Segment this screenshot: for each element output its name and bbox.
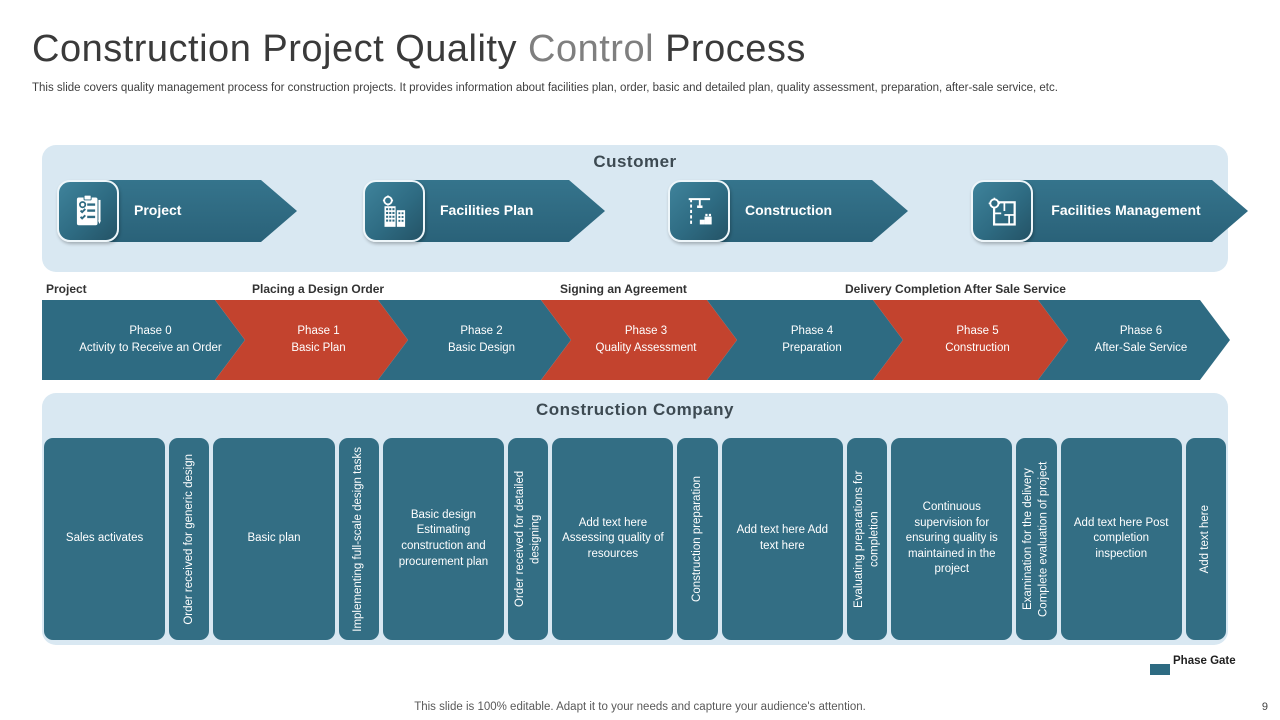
facilities-plan-arrow: Facilities Plan [394,180,605,242]
activity-box-text: Examination for the delivery Complete ev… [1021,461,1050,617]
title-segment-dark: Construction Project Quality [32,28,529,70]
phase-1-subtitle: Basic Plan [291,342,346,354]
activity-box-basic-design: Basic design Estimating construction and… [382,438,505,640]
activity-box-continuous-supervision: Continuous supervision for ensuring qual… [891,438,1013,640]
activity-box-add-text-vertical: Add text here [1185,438,1227,640]
construction-company-band: Construction Company Sales activates Ord… [42,393,1228,645]
customer-band: Customer Project [42,145,1228,272]
phase-3-title: Phase 3 [624,325,668,338]
slide-description: This slide covers quality management pro… [32,82,1058,94]
phase-0-subtitle: Activity to Receive an Order [79,342,222,354]
activity-box-evaluating-preparations: Evaluating preparations for completion [846,438,888,640]
customer-step-facilities-management: Facilities Management [971,180,1259,242]
phase-gate-legend: Phase Gate [1150,655,1236,675]
phase-gate-label: Phase Gate [1173,655,1236,667]
building-gear-icon [363,180,425,242]
activity-box-fullscale-design: Implementing full-scale design tasks [338,438,379,640]
milestone-label-agreement: Signing an Agreement [560,282,687,296]
activity-box-order-generic-design: Order received for generic design [169,438,210,640]
phase-1-chevron: Phase 1 Basic Plan [215,300,408,380]
milestone-label-delivery: Delivery Completion After Sale Service [845,282,1066,296]
page-number: 9 [1261,701,1268,713]
project-arrow-label: Project [134,202,182,219]
floorplan-gear-icon [971,180,1033,242]
phase-6-title: Phase 6 [1119,325,1163,338]
activity-box-sales-activates: Sales activates [44,438,166,640]
facilities-management-arrow: Facilities Management [1002,180,1248,242]
milestone-label-design-order: Placing a Design Order [252,282,385,296]
phase-2-chevron: Phase 2 Basic Design [378,300,571,380]
milestone-label-project: Project [46,282,87,296]
activity-box-text: Order received for generic design [182,453,195,625]
title-segment-dark2: Process [654,28,806,70]
customer-step-project: Project [57,180,312,242]
phase-4-title: Phase 4 [790,325,834,338]
activity-box-text: Evaluating preparations for completion [852,470,881,608]
phase-3-chevron: Phase 3 Quality Assessment [541,300,737,380]
phase-0-title: Phase 0 [129,325,172,338]
activity-box-text: Sales activates [65,532,144,545]
phase-0-chevron: Phase 0 Activity to Receive an Order [42,300,245,380]
activity-box-text: Add text here Add text here [736,524,829,552]
activity-box-order-detailed-design: Order received for detailed designing [508,438,549,640]
company-activity-boxes: Sales activates Order received for gener… [42,438,1228,640]
phase-5-title: Phase 5 [956,325,999,338]
phase-1-title: Phase 1 [297,325,340,338]
phase-4-subtitle: Preparation [782,342,842,354]
phase-4-chevron: Phase 4 Preparation [707,300,903,380]
phase-6-chevron: Phase 6 After-Sale Service [1038,300,1230,380]
activity-box-text: Add text here [1199,504,1212,574]
project-arrow: Project [88,180,297,242]
activity-box-text: Implementing full-scale design tasks [351,446,364,632]
clipboard-checklist-icon [57,180,119,242]
activity-box-text: Continuous supervision for ensuring qual… [905,501,998,576]
activity-box-delivery-examination: Examination for the delivery Complete ev… [1016,438,1057,640]
activity-box-text: Construction preparation [690,476,703,602]
activity-box-text: Add text here Post completion inspection [1073,516,1169,560]
phase-gate-swatch [1150,664,1170,675]
phase-5-subtitle: Construction [945,342,1010,354]
footer-note: This slide is 100% editable. Adapt it to… [414,701,866,713]
phase-2-subtitle: Basic Design [447,342,516,354]
construction-arrow-label: Construction [745,202,833,219]
customer-step-construction: Construction [668,180,923,242]
activity-box-text: Basic design Estimating construction and… [398,508,489,568]
crane-icon [668,180,730,242]
activity-box-construction-preparation: Construction preparation [677,438,718,640]
construction-arrow: Construction [699,180,908,242]
phase-2-title: Phase 2 [460,325,503,338]
phase-3-subtitle: Quality Assessment [595,342,697,354]
activity-box-assessing-quality: Add text here Assessing quality of resou… [552,438,674,640]
activity-box-add-text: Add text here Add text here [721,438,843,640]
phase-6-subtitle: After-Sale Service [1094,342,1188,354]
facilities-plan-arrow-label: Facilities Plan [440,202,534,219]
activity-box-basic-plan: Basic plan [213,438,335,640]
activity-box-text: Order received for detailed designing [513,470,542,608]
title-segment-muted: Control [528,28,655,70]
facilities-management-arrow-label: Facilities Management [1051,202,1201,219]
activity-box-post-completion-inspection: Add text here Post completion inspection [1060,438,1182,640]
activity-box-text: Basic plan [247,532,301,545]
page-title: Construction Project Quality Control Pro… [32,28,806,71]
activity-box-text: Add text here Assessing quality of resou… [562,516,664,560]
customer-band-heading: Customer [593,152,677,171]
customer-step-facilities-plan: Facilities Plan [363,180,620,242]
construction-company-heading: Construction Company [536,400,734,419]
phase-5-chevron: Phase 5 Construction [873,300,1068,380]
